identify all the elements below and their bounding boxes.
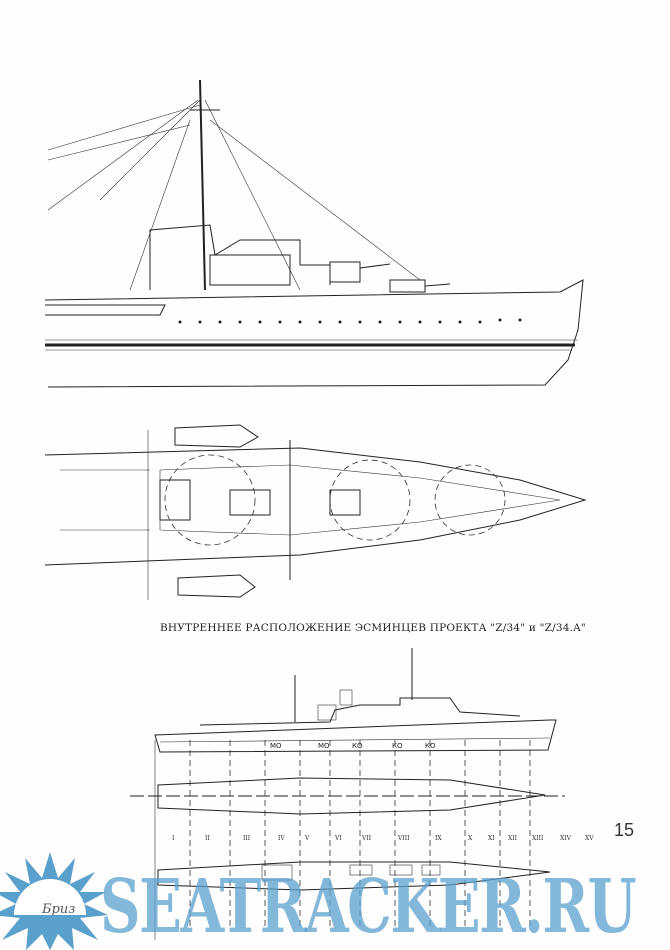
deck-plan-lower	[157, 861, 551, 891]
compartment-label: КО	[352, 742, 363, 750]
briz-sun-logo	[0, 852, 108, 950]
section-numeral: XIV	[560, 835, 572, 842]
section-numeral: II	[205, 835, 210, 842]
section-numerals: I II III IV V VI VII VIII IX X XI XII XI…	[172, 835, 594, 842]
section-numeral: XV	[585, 835, 594, 842]
section-numeral: VIII	[397, 835, 410, 842]
logo-text: Бриз	[42, 902, 76, 917]
ship-plan-drawing	[44, 424, 587, 600]
section-numeral: XII	[508, 835, 518, 842]
compartment-label: КО	[392, 742, 403, 750]
section-numeral: I	[172, 835, 175, 842]
section-numeral: XI	[488, 835, 495, 842]
compartment-label: МО	[270, 742, 282, 750]
compartment-label: КО	[425, 742, 436, 750]
section-numeral: III	[243, 835, 251, 842]
page-number: 15	[614, 820, 635, 840]
section-numeral: IX	[435, 835, 442, 842]
compartment-label: МО	[318, 742, 330, 750]
section-numeral: VII	[361, 835, 372, 842]
section-numeral: IV	[278, 835, 285, 842]
deck-plan-upper	[130, 777, 565, 815]
internal-layout-profile: МО МО КО КО КО	[154, 648, 557, 940]
ship-profile-drawing	[44, 79, 584, 388]
figure-caption: ВНУТРЕННЕЕ РАСПОЛОЖЕНИЕ ЭСМИНЦЕВ ПРОЕКТА…	[160, 622, 586, 634]
section-lines	[154, 740, 531, 940]
section-numeral: X	[468, 835, 473, 842]
section-numeral: VI	[334, 835, 342, 842]
watermark: SEATRACKER.RU	[100, 864, 637, 950]
section-numeral: XIII	[532, 835, 544, 842]
section-numeral: V	[304, 835, 310, 842]
